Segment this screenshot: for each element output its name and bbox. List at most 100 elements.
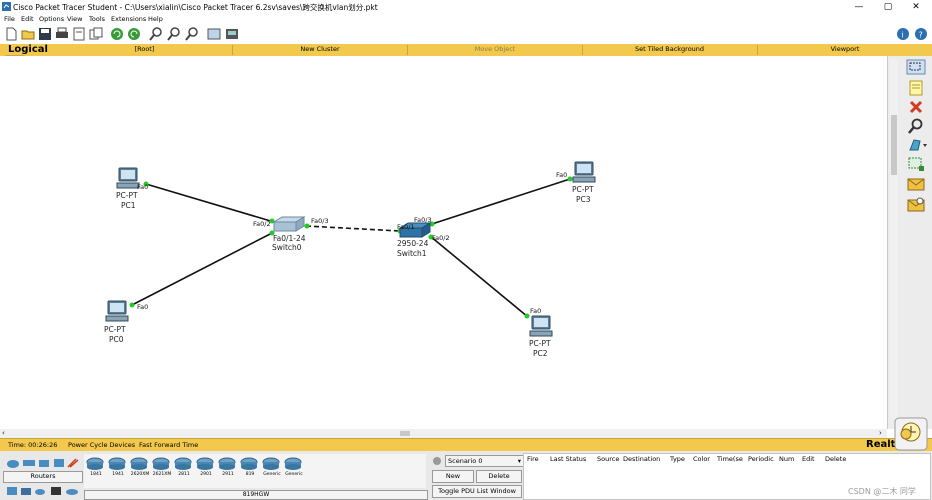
scenario-select[interactable]: Scenario 0 ▾ bbox=[445, 455, 524, 467]
new-scenario-button[interactable]: New bbox=[432, 470, 474, 483]
menu-edit[interactable]: Edit bbox=[21, 15, 34, 23]
inspect-icon[interactable] bbox=[908, 118, 924, 134]
switch0-device[interactable] bbox=[272, 216, 306, 234]
zoom-in-icon[interactable] bbox=[149, 27, 163, 41]
menu-view[interactable]: View bbox=[67, 15, 83, 23]
link-light bbox=[269, 230, 275, 236]
zoom-out-icon[interactable] bbox=[185, 27, 199, 41]
divider bbox=[582, 45, 583, 55]
device-model-tile[interactable]: 819 bbox=[240, 457, 260, 483]
device-model-tile[interactable]: 2911 bbox=[218, 457, 238, 483]
device-model-label: 819 bbox=[245, 472, 255, 477]
open-folder-icon[interactable] bbox=[21, 27, 35, 41]
set-tiled-background-button[interactable]: Set Tiled Background bbox=[634, 45, 705, 53]
router-icon bbox=[130, 457, 148, 470]
delete-icon[interactable] bbox=[908, 99, 924, 115]
save-icon[interactable] bbox=[38, 27, 52, 41]
link-light bbox=[143, 181, 149, 187]
svg-text:i: i bbox=[902, 31, 904, 40]
device-model-tile[interactable]: 2620XM bbox=[130, 457, 150, 483]
copy-icon[interactable] bbox=[89, 27, 103, 41]
close-button[interactable]: ✕ bbox=[912, 2, 920, 12]
column-header-type: Type bbox=[670, 455, 685, 463]
column-header-periodic: Periodic bbox=[748, 455, 774, 463]
link-light bbox=[428, 234, 434, 240]
delete-scenario-button[interactable]: Delete bbox=[476, 470, 522, 483]
switch1-device[interactable] bbox=[398, 222, 432, 240]
toggle-pdu-list-button[interactable]: Toggle PDU List Window bbox=[432, 485, 522, 498]
add-complex-pdu-icon[interactable] bbox=[907, 197, 925, 213]
logical-view-label[interactable]: Logical bbox=[8, 44, 48, 55]
note-icon[interactable] bbox=[908, 80, 924, 96]
menu-help[interactable]: Help bbox=[148, 15, 163, 23]
selected-model-label: 819HGW bbox=[84, 490, 428, 500]
minimize-button[interactable]: — bbox=[854, 2, 864, 12]
palette-icon[interactable] bbox=[207, 27, 221, 41]
column-header-delete: Delete bbox=[825, 455, 847, 463]
horizontal-scrollbar[interactable]: ‹ › bbox=[0, 429, 887, 438]
column-header-fire: Fire bbox=[527, 455, 539, 463]
custom-device-icon[interactable] bbox=[225, 27, 239, 41]
scroll-thumb[interactable] bbox=[400, 431, 410, 436]
root-button[interactable]: [Root] bbox=[134, 45, 155, 53]
move-object-button[interactable]: Move Object bbox=[474, 45, 516, 53]
scroll-left-icon[interactable]: ‹ bbox=[2, 429, 5, 437]
draw-polygon-icon[interactable] bbox=[906, 137, 928, 153]
logical-workspace[interactable] bbox=[0, 56, 887, 429]
viewport-button[interactable]: Viewport bbox=[830, 45, 860, 53]
scroll-right-icon[interactable]: › bbox=[879, 429, 882, 437]
device-model-tile[interactable]: 1941 bbox=[108, 457, 128, 483]
info-icon[interactable]: i bbox=[896, 27, 910, 41]
menu-options[interactable]: Options bbox=[39, 15, 65, 23]
switch-icon bbox=[272, 216, 306, 232]
topology-links bbox=[129, 176, 573, 319]
link-pc1-switch0[interactable] bbox=[145, 183, 275, 223]
resize-shape-icon[interactable] bbox=[908, 156, 926, 172]
device-model-label: Generic bbox=[285, 472, 303, 477]
link-switch0-switch1[interactable] bbox=[305, 225, 401, 232]
link-pc0-switch0[interactable] bbox=[131, 231, 275, 306]
pc0-device[interactable] bbox=[103, 300, 131, 324]
device-model-tile[interactable]: 2811 bbox=[174, 457, 194, 483]
redo-icon[interactable] bbox=[127, 27, 141, 41]
device-model-label: 2620XM bbox=[130, 472, 150, 477]
port-label: Fa0/2 bbox=[253, 220, 271, 228]
vertical-scrollbar[interactable] bbox=[890, 59, 898, 419]
pc3-device[interactable] bbox=[570, 161, 598, 185]
maximize-button[interactable]: ▢ bbox=[883, 2, 893, 12]
menu-file[interactable]: File bbox=[4, 15, 15, 23]
link-switch1-pc3[interactable] bbox=[431, 178, 571, 225]
link-switch1-pc2[interactable] bbox=[429, 235, 529, 318]
realtime-mode-label[interactable]: Realtime bbox=[866, 439, 917, 450]
select-icon[interactable] bbox=[906, 59, 926, 75]
scroll-thumb[interactable] bbox=[891, 115, 897, 175]
pc2-device[interactable] bbox=[527, 315, 555, 339]
device-model-tile[interactable]: 2621XM bbox=[152, 457, 172, 483]
device-model-tile[interactable]: Generic bbox=[284, 457, 304, 483]
device-model-tile[interactable]: Generic bbox=[262, 457, 282, 483]
fast-forward-time-button[interactable]: Fast Forward Time bbox=[139, 441, 199, 449]
undo-icon[interactable] bbox=[110, 27, 124, 41]
pc-icon bbox=[105, 300, 129, 322]
router-icon bbox=[196, 457, 214, 470]
device-model-tile[interactable]: 1841 bbox=[86, 457, 106, 483]
device-model-tile[interactable]: 2901 bbox=[196, 457, 216, 483]
device-category-icons[interactable] bbox=[6, 457, 84, 469]
new-file-icon[interactable] bbox=[4, 27, 18, 41]
pc1-device[interactable] bbox=[114, 167, 142, 191]
help-icon[interactable]: ? bbox=[914, 27, 928, 41]
power-cycle-devices-button[interactable]: Power Cycle Devices bbox=[68, 441, 136, 449]
activity-wizard-icon[interactable] bbox=[72, 27, 86, 41]
print-icon[interactable] bbox=[55, 27, 69, 41]
menu-tools[interactable]: Tools bbox=[89, 15, 106, 23]
new-cluster-button[interactable]: New Cluster bbox=[300, 45, 340, 53]
router-icon bbox=[262, 457, 280, 470]
simulation-mode-icon[interactable] bbox=[898, 428, 914, 440]
add-simple-pdu-icon[interactable] bbox=[907, 177, 925, 191]
device-model-label: 1841 bbox=[90, 472, 102, 477]
device-subcategory-icons[interactable] bbox=[6, 485, 84, 497]
zoom-reset-icon[interactable] bbox=[167, 27, 181, 41]
menu-extensions[interactable]: Extensions bbox=[111, 15, 147, 23]
link-light bbox=[524, 313, 530, 319]
